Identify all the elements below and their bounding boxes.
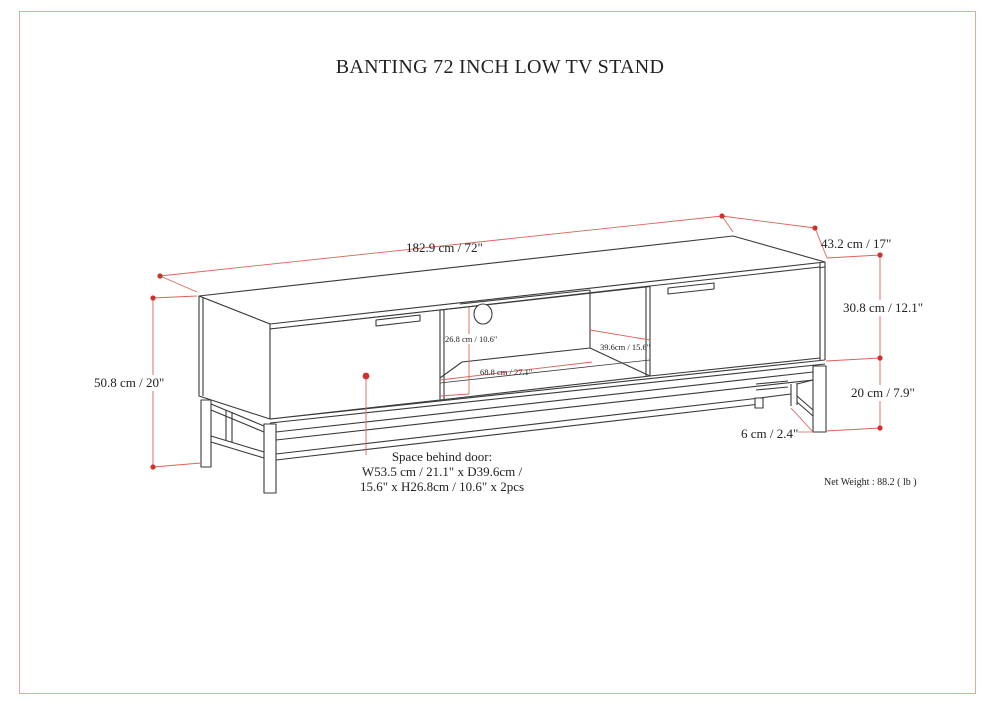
dot-width-left (157, 273, 163, 279)
tv-stand-outline (198, 235, 827, 494)
page-title: BANTING 72 INCH LOW TV STAND (335, 56, 665, 78)
cable-hole (473, 303, 493, 325)
right-door (649, 266, 821, 377)
page-frame (19, 11, 976, 694)
metal-base (200, 365, 827, 494)
front-right-leg (812, 365, 827, 433)
back-left-leg (200, 399, 212, 468)
door-space-note-line-1: Space behind door: (391, 449, 493, 464)
dot-height-top (150, 295, 156, 301)
open-compartment (439, 285, 651, 401)
dot-cabinet-bottom (877, 355, 883, 361)
left-door-handle (375, 314, 421, 327)
left-door (269, 309, 441, 420)
front-left-leg (263, 423, 277, 494)
shelf-height-label: 26.8 cm / 10.6" (445, 334, 498, 344)
shelf-depth-dimension-line (589, 329, 651, 341)
right-door-handle (667, 282, 715, 295)
dimension-dots (150, 213, 883, 470)
dot-leg-bottom (877, 425, 883, 431)
dot-height-bottom (150, 464, 156, 470)
door-space-note: Space behind door: W53.5 cm / 21.1" x D3… (352, 449, 532, 494)
width-label: 182.9 cm / 72" (406, 240, 483, 255)
shelf-width-dimension-line (439, 361, 593, 381)
shelf-width-label: 68.8 cm / 27.1" (480, 367, 533, 377)
dot-depth-right (812, 225, 818, 231)
cabinet-height-label: 30.8 cm / 12.1" (843, 300, 924, 316)
leg-width-label: 6 cm / 2.4" (741, 426, 799, 442)
total-height-label: 50.8 cm / 20" (94, 375, 165, 391)
dot-width-right (719, 213, 725, 219)
net-weight-label: Net Weight : 88.2 ( lb ) (824, 477, 917, 488)
dot-cabinet-top (877, 252, 883, 258)
door-space-note-line-3: 15.6" x H26.8cm / 10.6" x 2pcs (359, 479, 525, 494)
door-space-note-line-2: W53.5 cm / 21.1" x D39.6cm / (361, 464, 523, 479)
leg-width-dimension-line (790, 407, 814, 433)
leg-height-label: 20 cm / 7.9" (851, 385, 915, 401)
shelf-depth-label: 39.6cm / 15.6" (600, 342, 651, 352)
depth-label: 43.2 cm / 17" (821, 236, 892, 251)
dot-door-space (362, 372, 370, 380)
width-dimension-line (159, 215, 723, 277)
depth-dimension-line (721, 215, 816, 229)
